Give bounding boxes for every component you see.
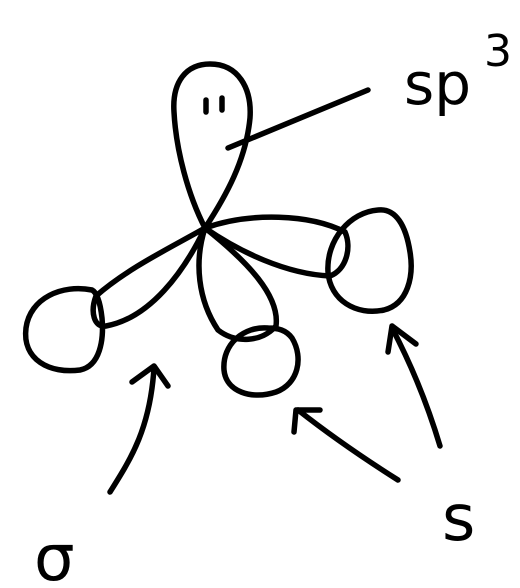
- s-arrow-right: [389, 325, 443, 449]
- sigma-arrowhead: [129, 363, 171, 389]
- sp3-lobe-right: [202, 214, 351, 279]
- sp3-pointer-line: [225, 87, 371, 151]
- s-orbital-left: [22, 286, 106, 374]
- s-arrow-bottom-head: [291, 407, 323, 435]
- s-orbital-right: [325, 207, 414, 314]
- sp3-lobe-left: [90, 225, 208, 329]
- sp3-lobe-bottom: [196, 225, 280, 343]
- sp3-label: sp: [404, 50, 471, 118]
- s-arrow-bottom: [295, 407, 401, 483]
- s-orbital-bottom: [221, 325, 301, 398]
- sp3-lobe-top: [171, 61, 253, 231]
- sigma-arrow: [107, 365, 157, 495]
- s-label: s: [442, 482, 475, 556]
- sp3-superscript: 3: [484, 26, 512, 77]
- s-arrow-right-head: [385, 323, 419, 355]
- sigma-label: σ: [34, 522, 75, 588]
